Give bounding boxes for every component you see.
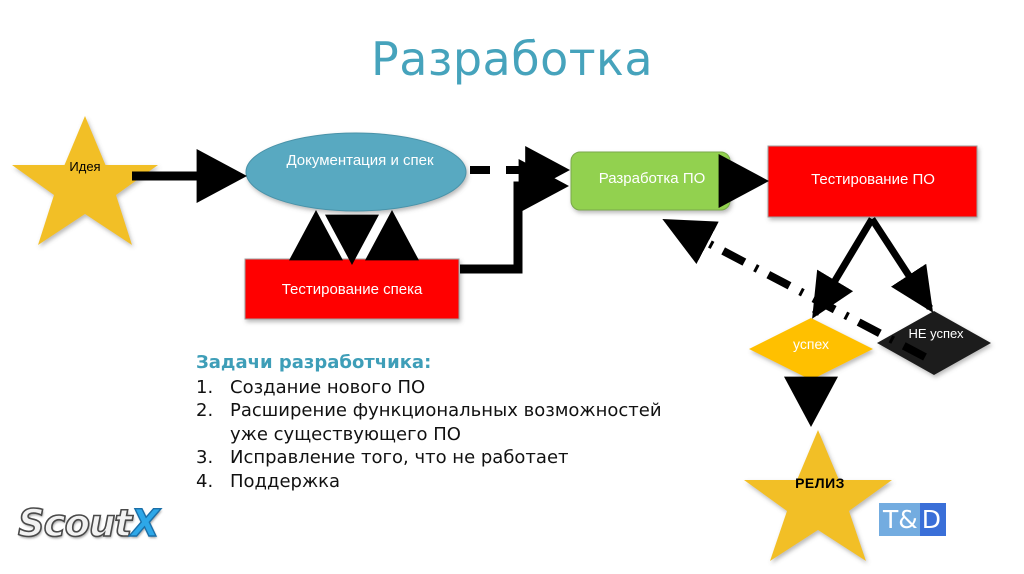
scoutx-logo: ScoutX xyxy=(17,502,160,545)
edge-spectest-to-dev-elbow xyxy=(460,159,570,274)
list-item: 4. Поддержка xyxy=(196,470,696,493)
td-logo-right: D xyxy=(919,503,947,536)
list-item-number: 3. xyxy=(196,447,214,469)
list-item-text: Создание нового ПО xyxy=(230,377,426,398)
edge-testpo-to-fail xyxy=(869,217,934,313)
list-item: 1. Создание нового ПО xyxy=(196,376,696,399)
edge-testpo-to-success xyxy=(811,217,876,319)
node-idea-star xyxy=(12,116,158,245)
list-item-number: 1. xyxy=(196,377,214,398)
node-test-po-rect xyxy=(767,145,978,218)
developer-tasks-list: 1. Создание нового ПО 2. Расширение функ… xyxy=(196,376,696,493)
list-item-text: Расширение функциональных возможностей у… xyxy=(230,400,662,445)
scoutx-logo-x: X xyxy=(130,502,160,545)
edge-fail-to-dev-dashdot xyxy=(662,218,927,361)
td-logo-left: T& xyxy=(879,503,920,536)
node-release-star xyxy=(744,430,892,561)
list-item: 2. Расширение функциональных возможносте… xyxy=(196,399,696,446)
node-success-diamond xyxy=(749,318,873,380)
list-item: 3. Исправление того, что не работает xyxy=(196,446,696,469)
node-dev-po-rect xyxy=(570,151,731,211)
page-title: Разработка xyxy=(370,32,654,86)
developer-tasks-heading: Задачи разработчика: xyxy=(196,352,432,373)
list-item-number: 4. xyxy=(196,470,214,492)
node-spec-test-rect xyxy=(244,258,460,320)
node-doc-spec-ellipse xyxy=(245,132,467,212)
developer-tasks-block: Задачи разработчика: 1. Создание нового … xyxy=(196,352,696,493)
list-item-number: 2. xyxy=(196,400,214,422)
list-item-text: Поддержка xyxy=(230,470,341,492)
list-item-text: Исправление того, что не работает xyxy=(230,447,569,469)
td-logo: T&D xyxy=(879,503,947,536)
scoutx-logo-word: Scout xyxy=(17,502,133,545)
node-fail-diamond xyxy=(877,311,991,375)
